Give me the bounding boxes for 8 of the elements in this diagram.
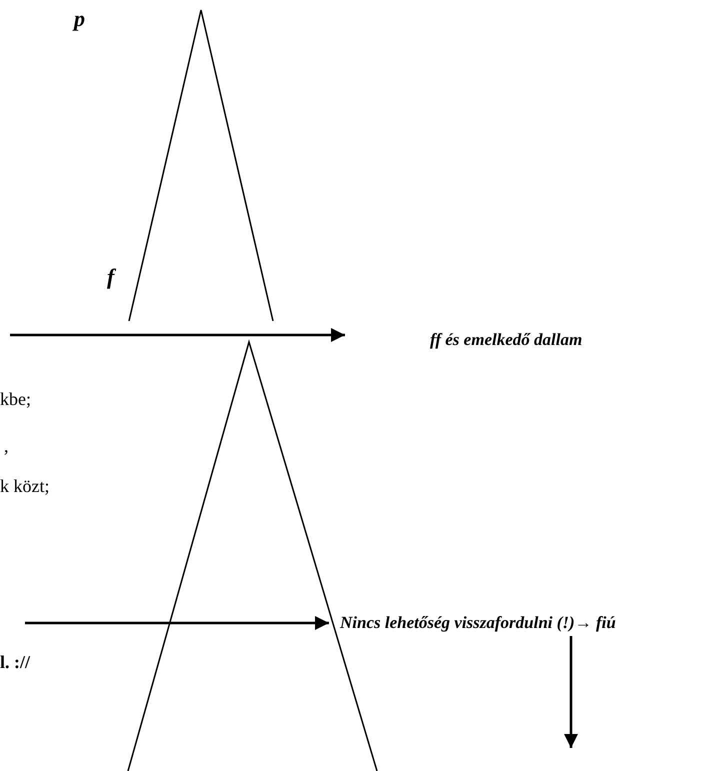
note-text: k közt; — [0, 477, 50, 495]
note-text: kbe; — [0, 390, 31, 408]
dynamic-marking: p — [74, 8, 85, 30]
note-text: , — [4, 437, 8, 455]
note-text: Nincs lehetőség visszafordulni (!)→ fiú — [340, 614, 616, 631]
note-text: l. :// — [0, 653, 30, 671]
note-text: ff és emelkedő dallam — [430, 331, 582, 348]
dynamic-marking: f — [107, 266, 114, 288]
